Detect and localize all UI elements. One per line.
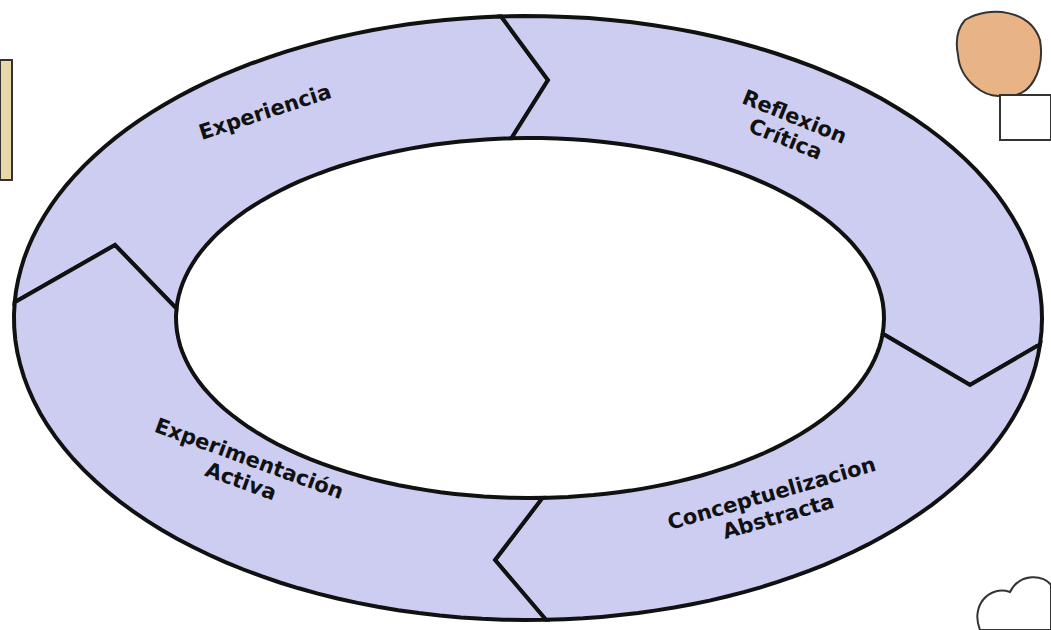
- clip-art-left: [0, 60, 12, 180]
- clip-art-cloud: [977, 577, 1051, 630]
- segment-outline: [501, 16, 1042, 385]
- clip-art-cuff: [1000, 95, 1051, 140]
- segment-outline: [495, 334, 1040, 620]
- clip-art-hand: [957, 12, 1041, 96]
- segment-outline: [14, 245, 546, 620]
